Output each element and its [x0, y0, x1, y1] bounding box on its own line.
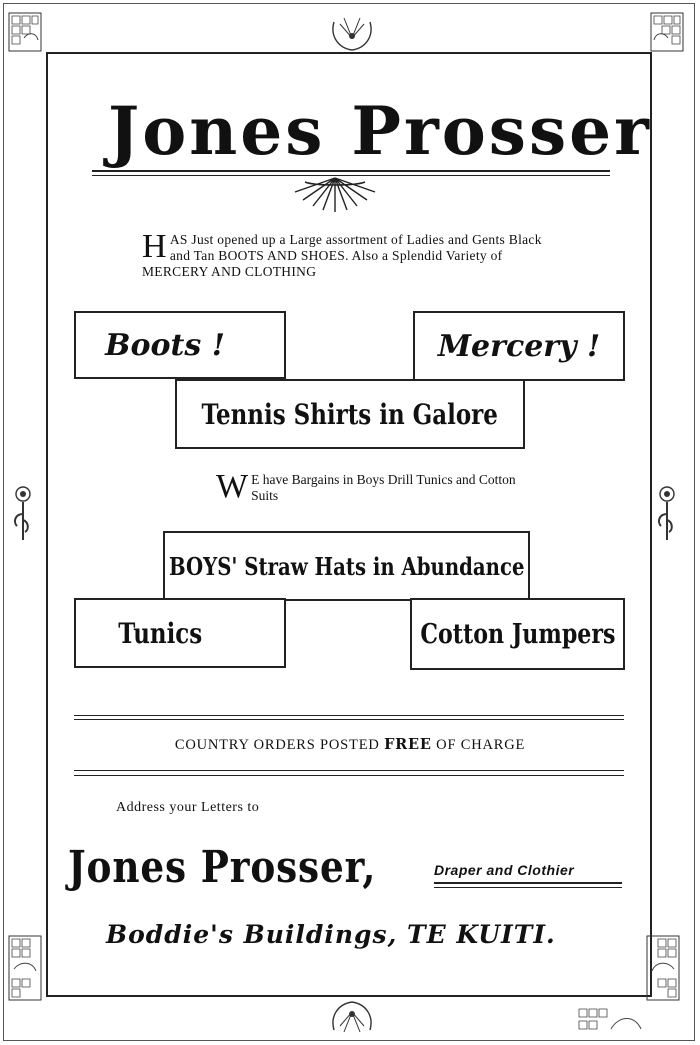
corner-ornament-top-left — [8, 12, 42, 52]
intro-drop-cap: H — [142, 228, 167, 265]
country-rule-top — [74, 715, 624, 716]
corner-ornament-bottom-right-strip — [578, 1008, 642, 1030]
intro-text: AS Just opened up a Large assortment of … — [142, 232, 542, 279]
boys-straw-hats-box: BOYS' Straw Hats in Abundance — [163, 531, 530, 601]
draper-rule — [434, 882, 622, 884]
boots-box: Boots ! — [74, 311, 286, 379]
corner-ornament-top-right — [650, 12, 684, 52]
sunburst-ornament — [294, 177, 376, 212]
country-orders-free: FREE — [384, 736, 432, 753]
advert-title: Jones Prosser — [108, 92, 652, 170]
bottom-center-ornament — [332, 1001, 372, 1033]
country-rule-top-2 — [74, 719, 624, 720]
top-center-ornament — [332, 17, 372, 51]
draper-clothier-label: Draper and Clothier — [434, 862, 575, 878]
country-rule-bottom — [74, 770, 624, 771]
mercery-label: Mercery ! — [437, 328, 601, 364]
mercery-box: Mercery ! — [413, 311, 625, 381]
draper-rule-thin — [434, 887, 622, 888]
cotton-jumpers-label: Cotton Jumpers — [419, 618, 616, 650]
bottom-business-name: Jones Prosser, — [68, 842, 377, 893]
tunics-label: Tunics — [118, 616, 202, 650]
inner-border — [46, 52, 652, 997]
left-flower-ornament — [14, 486, 31, 540]
country-orders-suffix: OF CHARGE — [436, 737, 526, 753]
country-orders-prefix: COUNTRY ORDERS POSTED — [174, 737, 380, 753]
country-orders-line: COUNTRY ORDERS POSTED FREE OF CHARGE — [0, 736, 700, 754]
corner-ornament-bottom-right — [646, 935, 680, 1001]
bargains-text: E have Bargains in Boys Drill Tunics and… — [251, 472, 516, 503]
country-rule-bottom-2 — [74, 775, 624, 776]
outer-border — [3, 3, 695, 1041]
bargains-drop-cap: W — [216, 468, 249, 505]
corner-ornament-bottom-left — [8, 935, 42, 1001]
tunics-box: Tunics — [74, 598, 286, 668]
right-flower-ornament — [658, 486, 675, 540]
tennis-shirts-label: Tennis Shirts in Galore — [201, 397, 499, 431]
boots-label: Boots ! — [105, 327, 225, 363]
address-line: Address your Letters to — [116, 800, 260, 815]
cotton-jumpers-box: Cotton Jumpers — [410, 598, 625, 670]
title-rule-thin — [92, 175, 610, 176]
title-rule — [92, 170, 610, 172]
boys-straw-hats-label: BOYS' Straw Hats in Abundance — [168, 551, 525, 581]
boddies-buildings-address: Boddie's Buildings, TE KUITI. — [106, 920, 556, 949]
tennis-shirts-box: Tennis Shirts in Galore — [175, 379, 525, 449]
